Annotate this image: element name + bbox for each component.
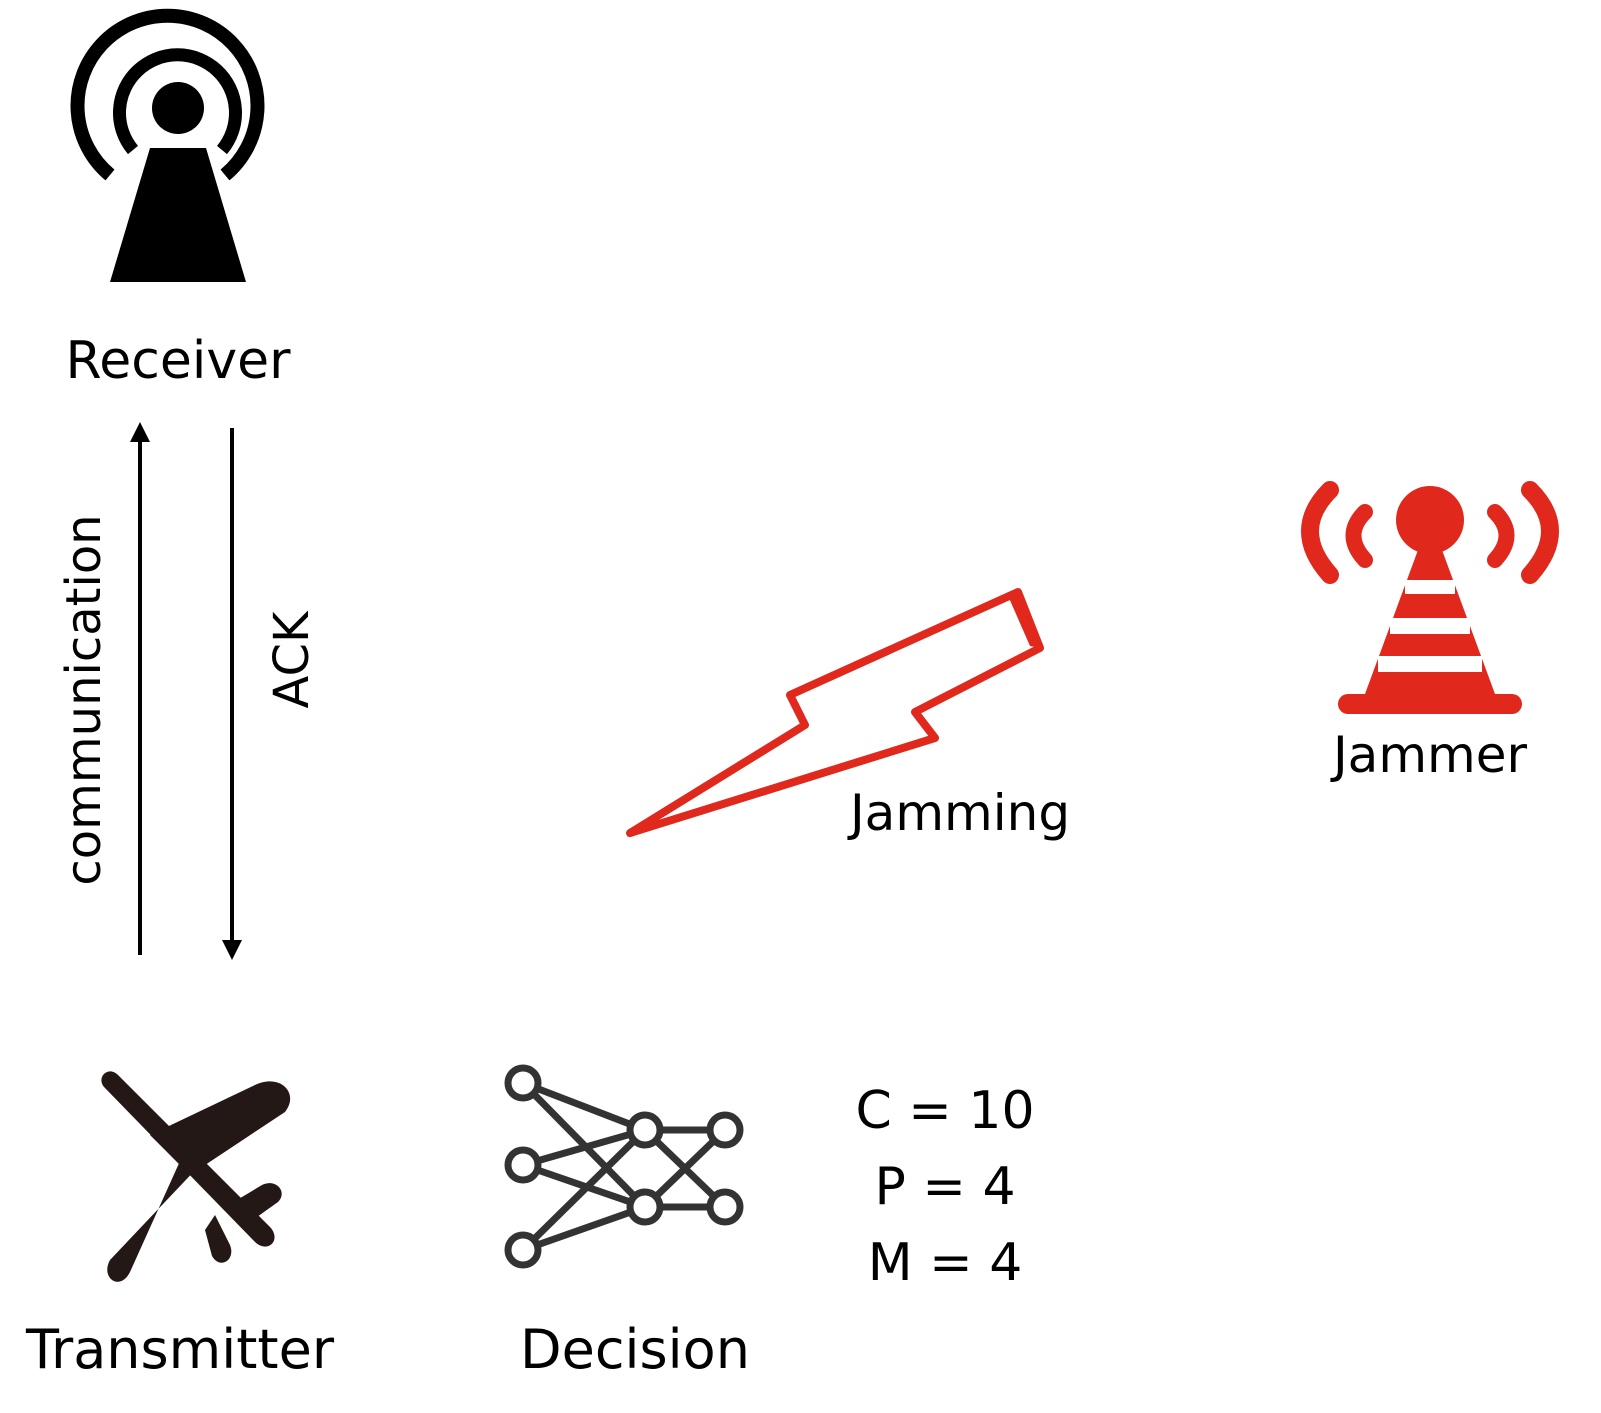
parameter-list: C = 10 P = 4 M = 4 <box>855 1081 1034 1293</box>
ack-label: ACK <box>264 610 320 709</box>
receiver-label: Receiver <box>66 331 292 391</box>
parameter-m: M = 4 <box>868 1233 1023 1293</box>
airplane-icon <box>101 1071 291 1282</box>
jammer-label: Jammer <box>1330 726 1528 784</box>
jamming-label: Jamming <box>847 784 1070 842</box>
lightning-bolt-icon <box>626 588 1044 837</box>
transmitter-label: Transmitter <box>25 1318 335 1381</box>
antenna-tower-icon <box>70 8 265 282</box>
neural-network-icon <box>504 1064 744 1269</box>
communication-label: communication <box>56 514 112 885</box>
decision-label: Decision <box>520 1318 750 1381</box>
parameter-p: P = 4 <box>874 1157 1015 1217</box>
parameter-c: C = 10 <box>855 1081 1034 1141</box>
broadcast-tower-icon <box>1301 481 1559 714</box>
